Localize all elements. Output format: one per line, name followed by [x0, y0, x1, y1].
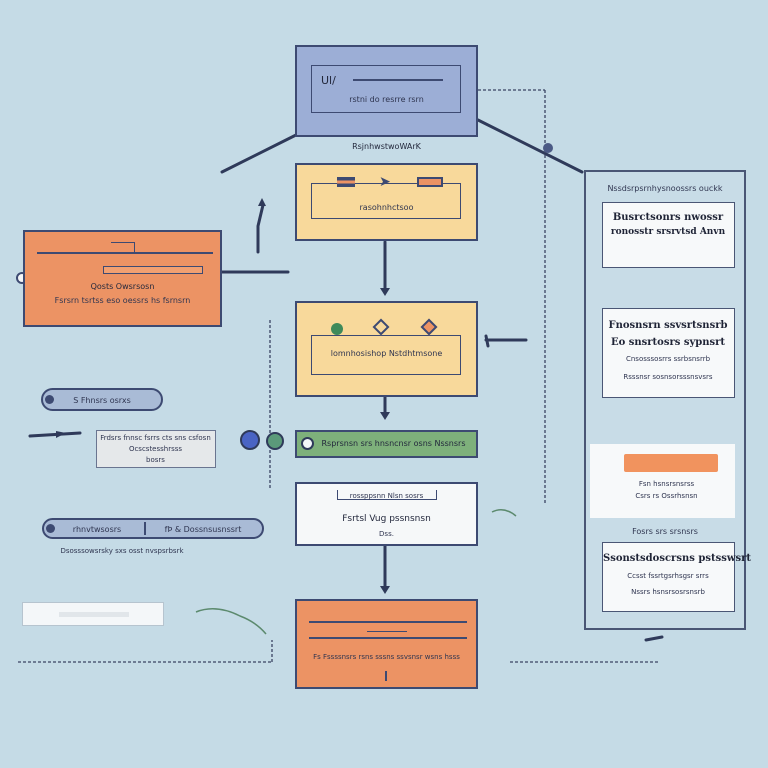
card-3-line-1: Fsn hsnsrsnsrss — [638, 480, 695, 488]
card-2-line-2: Eo snsrtosrs sypnsrt — [610, 337, 726, 348]
decorative-squiggle — [491, 509, 517, 517]
cursor-arrow-icon: ➤ — [379, 174, 391, 190]
connector-line — [484, 334, 528, 348]
grey-note-line-3: bosrs — [146, 456, 165, 464]
right-panel: Nssdsrpsrnhysnoossrs ouckk Busrctsonrs n… — [584, 170, 751, 630]
panel-card-1[interactable]: Busrctsonrs nwossr ronosstr srsrvtsd Anv… — [602, 202, 735, 268]
junction-dot — [543, 143, 553, 153]
flag-icon — [337, 177, 355, 187]
connector-line — [220, 133, 298, 174]
pill-2-right-label: fÞ & Dossnsusnssrt — [164, 525, 242, 534]
yellow-process-box-1[interactable]: ➤ rasohnhctsoo — [295, 163, 478, 241]
yellow-1-inner-frame — [311, 183, 461, 219]
bottom-box-label: Fs Fssssnsrs rsns sssns ssvsnsr wsns hss… — [313, 653, 460, 661]
green-status-bar[interactable]: Rsprsnsn srs hnsncnsr osns Nssnsrs — [295, 430, 478, 458]
panel-card-2[interactable]: Fnosnsrn ssvsrtsnsrb Eo snsrtosrs sypnsr… — [602, 308, 735, 398]
grey-note: Frdsrs fnnsc fsrrs cts sns csfosn Ocscst… — [96, 430, 216, 468]
card-4-line-1: Ssonstsdoscrsns pstsswsrt — [603, 553, 751, 564]
bottom-box-rule-2 — [309, 637, 467, 639]
card-3-line-2: Csrs rs Ossrhsnsn — [635, 492, 698, 500]
white-process-box[interactable]: rossppsnn Nlsn sosrs Fsrtsl Vug pssnsnsn… — [295, 482, 478, 546]
connector-line — [256, 203, 265, 254]
decorative-squiggle — [195, 608, 267, 635]
bottom-box-tick — [385, 671, 387, 681]
connector-line — [28, 431, 82, 438]
card-1-line-1: Busrctsonrs nwossr — [612, 212, 724, 223]
top-box-glyph: Ul/ — [321, 74, 336, 87]
connector-line — [476, 118, 584, 174]
yellow-1-label: rasohnhctsoo — [359, 203, 414, 212]
white-box-header: rossppsnn Nlsn sosrs — [349, 492, 424, 500]
left-box-bar — [103, 266, 203, 274]
top-box-underline — [353, 79, 443, 81]
pill-connector-2[interactable]: rhnvtwsosrs fÞ & Dossnsusnssrt — [42, 518, 264, 539]
top-process-box[interactable]: Ul/ rstni do resrre rsrn — [295, 45, 478, 137]
card-4-line-2: Ccsst fssrtgsrhsgsr srrs — [627, 572, 709, 580]
card-3-orange-bar — [624, 454, 718, 472]
connector-line — [644, 635, 664, 642]
pill-2-handle-icon — [46, 524, 55, 533]
white-box-header-rule — [337, 490, 437, 500]
bottom-box-mark — [367, 627, 407, 632]
pill-1-label: S Fhnsrs osrxs — [73, 396, 131, 405]
blue-node[interactable] — [240, 430, 260, 450]
left-box-mark — [111, 242, 135, 252]
blank-input-field[interactable] — [22, 602, 164, 626]
top-box-caption: rstni do resrre rsrn — [349, 95, 424, 104]
panel-card-4[interactable]: Ssonstsdoscrsns pstsswsrt Ccsst fssrtgsr… — [602, 542, 751, 612]
left-box-topline — [37, 252, 213, 254]
top-inner-frame — [311, 65, 461, 113]
card-1-line-2: ronosstr srsrvtsd Anvn — [610, 227, 726, 237]
grey-note-line-2: Ocscstesshrsss — [128, 445, 183, 453]
yellow-2-inner-frame — [311, 335, 461, 375]
green-dot-icon — [331, 323, 343, 335]
grey-note-line-1: Frdsrs fnnsc fsrrs cts sns csfosn — [100, 434, 211, 442]
diamond-alt-icon — [420, 318, 438, 336]
card-2-line-3: Cnsosssosrrs ssrbsnsrrb — [625, 355, 711, 363]
card-2-line-4: Rsssnsr sosnsorsssnsvsrs — [623, 373, 713, 381]
arrowhead — [380, 412, 390, 420]
green-bar-label: Rsprsnsn srs hnsncnsr osns Nssnsrs — [321, 439, 466, 448]
white-box-sub: Dss. — [379, 530, 394, 538]
card-2-line-1: Fnosnsrn ssvsrtsnsrb — [608, 320, 728, 331]
diamond-icon — [372, 318, 390, 336]
radio-dot-icon — [301, 437, 314, 450]
left-box-line: Fsrsrn tsrtss eso oessrs hs fsrnsrn — [54, 296, 191, 305]
bottom-process-box[interactable]: Fs Fssssnsrs rsns sssns ssvsnsr wsns hss… — [295, 599, 478, 689]
pill-1-handle-icon — [45, 395, 54, 404]
arrowhead — [380, 288, 390, 296]
arrowhead — [56, 431, 66, 438]
green-node[interactable] — [266, 432, 284, 450]
yellow-2-label: lomnhosishop Nstdhtmsone — [330, 349, 443, 358]
yellow-process-box-2[interactable]: lomnhosishop Nstdhtmsone — [295, 301, 478, 397]
pill-2-divider — [144, 522, 146, 535]
bottom-box-rule-1 — [309, 621, 467, 623]
yellow-1-icon-row: ➤ — [337, 175, 457, 193]
input-placeholder-bar — [59, 612, 129, 617]
panel-title: Nssdsrpsrnhysnoossrs ouckk — [607, 184, 723, 193]
pill-2-caption: Dsosssowsrsky sxs osst nvspsrbsrk — [60, 547, 184, 555]
arrowhead — [258, 198, 266, 206]
yellow-2-icon-row — [331, 318, 461, 339]
card-4-line-3: Nssrs hsnsrsosrsnsrb — [631, 588, 705, 596]
left-box-title: Qosts Owsrsosn — [90, 282, 155, 291]
pill-2-left-label: rhnvtwsosrs — [72, 525, 122, 534]
top-box-label: RsjnhwstwoWArK — [352, 142, 421, 151]
panel-card-3[interactable]: Fsn hsnsrsnsrss Csrs rs Ossrhsnsn — [590, 444, 735, 518]
panel-caption: Fosrs srs srsnsrs — [632, 527, 698, 536]
white-box-title: Fsrtsl Vug pssnsnsn — [342, 514, 431, 524]
pill-connector-1[interactable]: S Fhnsrs osrxs — [41, 388, 163, 411]
tool-icon — [417, 177, 443, 187]
left-process-box[interactable]: Qosts Owsrsosn Fsrsrn tsrtss eso oessrs … — [23, 230, 222, 327]
arrowhead — [380, 586, 390, 594]
